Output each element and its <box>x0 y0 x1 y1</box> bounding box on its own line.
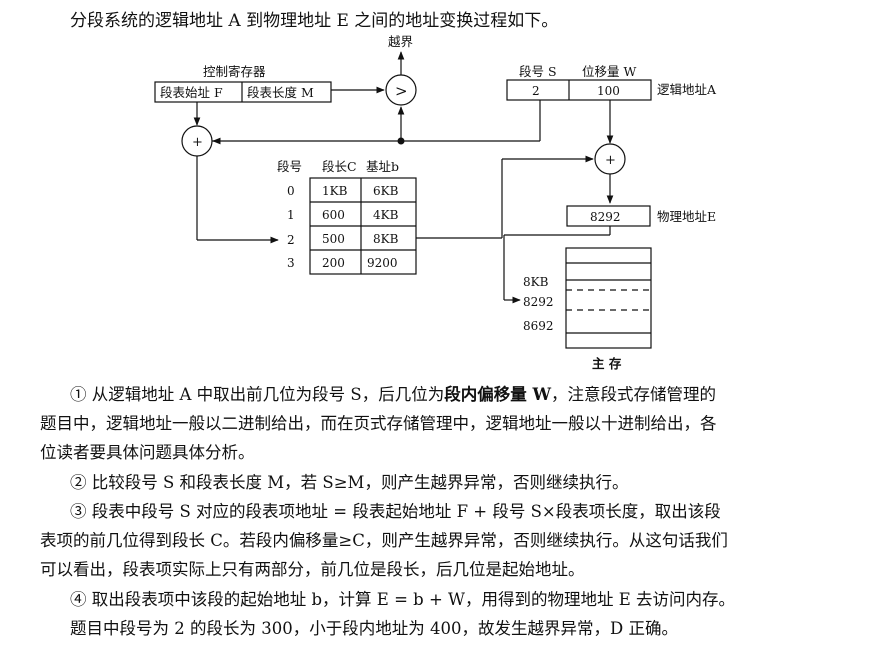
offset-value: 100 <box>597 84 620 98</box>
step-3-paragraph: ③ 段表中段号 S 对应的段表项地址 = 段表起始地址 F + 段号 S×段表项… <box>40 502 728 579</box>
overflow-label: 越界 <box>388 34 414 49</box>
offset-header: 位移量 W <box>582 64 636 79</box>
memory-mark-8kb: 8KB <box>523 275 549 289</box>
physical-address-box <box>566 205 651 227</box>
memory-label: 主 存 <box>592 356 622 371</box>
table-row-no: 0 <box>287 184 295 198</box>
memory-mark-8692: 8692 <box>523 319 554 333</box>
table-row-base: 6KB <box>373 184 399 198</box>
conclusion-paragraph: 题目中段号为 2 的段长为 300，小于段内地址为 400，故发生越界异常，D … <box>70 619 678 638</box>
table-row-len: 200 <box>322 256 345 270</box>
table-row-base: 8KB <box>373 232 399 246</box>
seg-table-length-field: 段表长度 M <box>247 85 314 100</box>
seg-no-header: 段号 S <box>519 64 557 79</box>
main-memory <box>565 247 652 349</box>
control-register-label: 控制寄存器 <box>203 64 266 79</box>
step-2-paragraph: ② 比较段号 S 和段表长度 M，若 S≥M，则产生越界异常，否则继续执行。 <box>70 473 629 492</box>
table-row-len: 500 <box>322 232 345 246</box>
logical-address-box <box>506 79 652 101</box>
step-1-paragraph: ① 从逻辑地址 A 中取出前几位为段号 S，后几位为段内偏移量 W，注意段式存储… <box>40 385 717 462</box>
table-row-no: 1 <box>287 208 295 222</box>
table-row-no: 3 <box>287 256 295 270</box>
comparator-symbol: > <box>395 82 408 100</box>
logical-address-label: 逻辑地址A <box>657 82 717 97</box>
table-row-base: 4KB <box>373 208 399 222</box>
table-header-len: 段长C <box>322 159 357 174</box>
address-translation-diagram: 越界 控制寄存器 段表始址 F 段表长度 M > + 段号 S 位移量 W 2 … <box>154 34 717 371</box>
seg-no-value: 2 <box>532 84 540 98</box>
comparator-circle <box>385 74 417 106</box>
table-row-len: 600 <box>322 208 345 222</box>
physical-address-value: 8292 <box>590 210 621 224</box>
step-4-paragraph: ④ 取出段表项中该段的起始地址 b，计算 E = b + W，用得到的物理地址 … <box>70 590 736 609</box>
memory-mark-8292: 8292 <box>523 295 554 309</box>
table-header-base: 基址b <box>366 159 399 174</box>
physical-address-label: 物理地址E <box>657 209 716 224</box>
offset-term: 段内偏移量 W <box>444 385 551 404</box>
table-header-no: 段号 <box>277 159 302 174</box>
seg-table-start-field: 段表始址 F <box>160 85 223 100</box>
table-row-base: 9200 <box>367 256 398 270</box>
adder-symbol-2: + <box>605 153 616 168</box>
intro-text: 分段系统的逻辑地址 A 到物理地址 E 之间的地址变换过程如下。 <box>70 11 559 31</box>
table-row-no: 2 <box>287 233 295 247</box>
control-register-box <box>154 81 332 103</box>
adder-symbol-1: + <box>192 135 203 150</box>
table-row-len: 1KB <box>322 184 348 198</box>
